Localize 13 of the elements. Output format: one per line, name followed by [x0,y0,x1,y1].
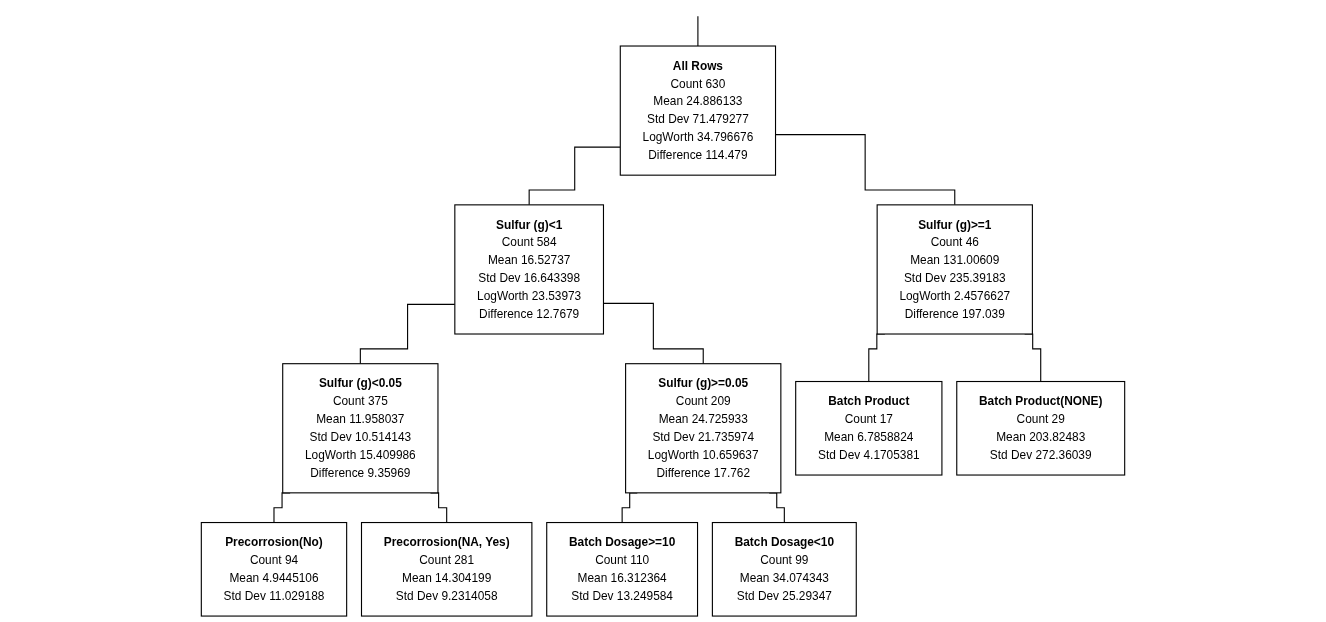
node-box: Sulfur (g)<0.05 Count 375 Mean 11.958037 Std Dev 10.514143 LogWorth 15.409986 Difference 9.35969 [282,363,439,494]
connector [697,15,699,47]
connector [528,146,621,206]
node-box: Batch Dosage>=10 Count 110 Mean 16.312364 Std Dev 13.249584 [546,522,699,617]
node-box: Precorrosion(No) Count 94 Mean 4.9445106 Std Dev 11.029188 [200,522,348,617]
node-box: Sulfur (g)>=1 Count 46 Mean 131.00609 Std Dev 235.39183 LogWorth 2.4576627 Difference 197.039 [876,204,1033,335]
node-box: Sulfur (g)<1 Count 584 Mean 16.52737 Std Dev 16.643398 LogWorth 23.53973 Difference 12.7679 [454,204,605,335]
node-box: Batch Product(NONE) Count 29 Mean 203.82483 Std Dev 272.36039 [956,380,1126,476]
node-box: All Rows Count 630 Mean 24.886133 Std Dev 71.479277 LogWorth 34.796676 Difference 114.479 [619,45,777,176]
node-box: Batch Product Count 17 Mean 6.7858824 Std Dev 4.1705381 [795,380,943,476]
node-box: Precorrosion(NA, Yes) Count 281 Mean 14.304199 Std Dev 9.2314058 [360,522,533,617]
node-box: Sulfur (g)>=0.05 Count 209 Mean 24.725933 Std Dev 21.735974 LogWorth 10.659637 Difference 17.762 [625,363,782,494]
node-box: Batch Dosage<10 Count 99 Mean 34.074343 Std Dev 25.29347 [711,522,857,617]
